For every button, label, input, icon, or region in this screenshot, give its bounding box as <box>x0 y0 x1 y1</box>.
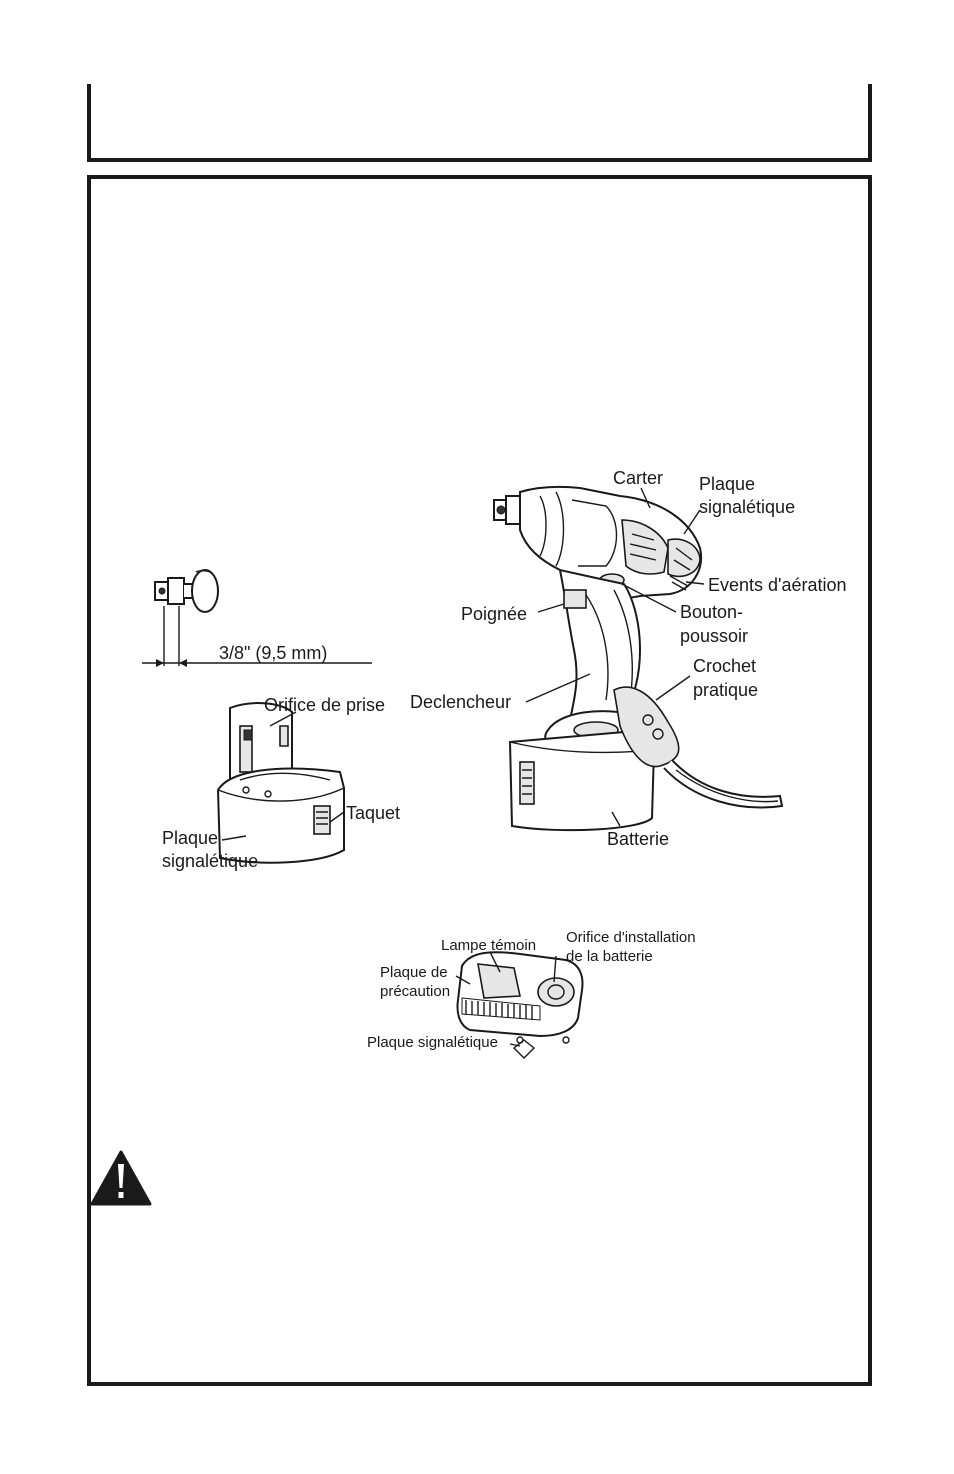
warning-triangle-icon <box>0 0 954 1474</box>
